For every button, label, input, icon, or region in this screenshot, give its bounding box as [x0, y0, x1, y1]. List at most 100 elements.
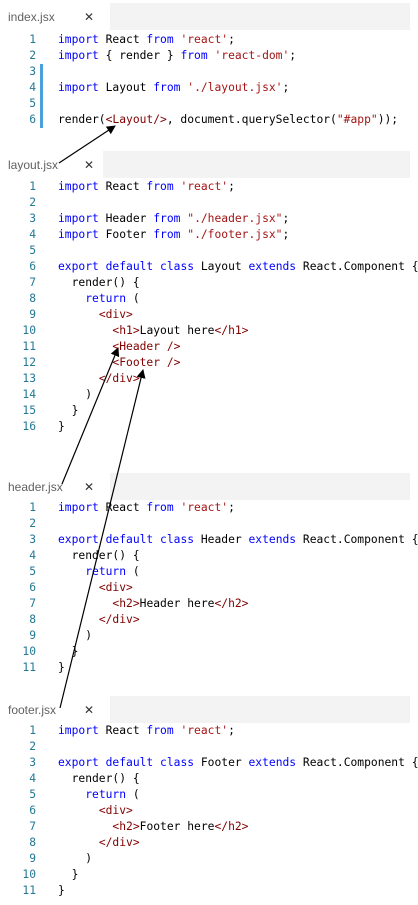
tab-bar-empty-area — [110, 473, 410, 500]
tab-label: index.jsx — [8, 9, 55, 24]
code-token: default — [105, 533, 154, 546]
code-line: 2 — [0, 516, 418, 532]
line-number: 2 — [29, 196, 36, 209]
tab-label: layout.jsx — [8, 157, 59, 172]
code-token: React — [98, 501, 147, 514]
line-number: 11 — [22, 340, 36, 353]
code-line: 3 — [0, 64, 418, 80]
code-token: Header — [98, 212, 154, 225]
code-line: 4 render() { — [0, 548, 418, 564]
code-token: React — [98, 180, 147, 193]
code-text: <div> — [58, 580, 133, 596]
code-token: )); — [377, 113, 399, 126]
line-number: 1 — [29, 180, 36, 193]
line-number: 7 — [29, 820, 36, 833]
code-token: ) — [58, 629, 93, 642]
code-token — [99, 533, 106, 546]
code-line: 7 <h2>Footer here</h2> — [0, 819, 418, 835]
code-line: 8 </div> — [0, 835, 418, 851]
code-line: 7 <h2>Header here</h2> — [0, 596, 418, 612]
code-line: 13 </div> — [0, 371, 418, 387]
code-line: 9 ) — [0, 628, 418, 644]
line-number: 11 — [22, 661, 36, 674]
code-token: </div> — [98, 836, 140, 849]
line-number: 15 — [22, 404, 36, 417]
code-token: </div> — [98, 613, 140, 626]
code-token: <Footer /> — [112, 356, 181, 369]
tab-index-jsx[interactable]: index.jsx ✕ — [0, 3, 110, 30]
code-text: return ( — [58, 564, 139, 580]
code-token: default — [105, 260, 154, 273]
code-text: } — [58, 867, 79, 883]
code-line: 5 return ( — [0, 564, 418, 580]
code-token — [58, 565, 85, 578]
close-icon[interactable]: ✕ — [84, 479, 95, 494]
code-line: 5 — [0, 243, 418, 259]
code-token: ) — [58, 852, 93, 865]
line-number: 5 — [29, 565, 36, 578]
code-text: } — [58, 403, 79, 419]
code-token — [58, 613, 99, 626]
code-line: 11} — [0, 883, 418, 899]
code-token: <h1> — [112, 324, 140, 337]
line-number: 1 — [29, 724, 36, 737]
code-text: import React from 'react'; — [58, 500, 235, 516]
line-number: 3 — [29, 533, 36, 546]
code-line: 9 <div> — [0, 307, 418, 323]
code-token: class — [160, 260, 195, 273]
tab-header-jsx[interactable]: header.jsx ✕ — [0, 473, 110, 500]
tab-bar-empty-area — [103, 151, 410, 178]
tab-bar: header.jsx ✕ — [0, 473, 418, 500]
code-text: <div> — [58, 803, 133, 819]
code-token: default — [105, 756, 154, 769]
code-token — [58, 788, 85, 801]
close-icon[interactable]: ✕ — [84, 702, 95, 717]
code-token: Footer — [98, 228, 154, 241]
code-token: <h2> — [112, 820, 140, 833]
code-token: Footer here — [139, 820, 215, 833]
code-token: from — [180, 49, 208, 62]
code-text: return ( — [58, 787, 140, 803]
code-text: render(<Layout/>, document.querySelector… — [58, 112, 398, 128]
code-text: export default class Header extends Reac… — [58, 532, 418, 548]
tab-footer-jsx[interactable]: footer.jsx ✕ — [0, 696, 110, 723]
code-token: 'react' — [180, 501, 229, 514]
code-text: </div> — [58, 371, 140, 387]
code-token: ( — [126, 292, 140, 305]
code-token: ; — [282, 212, 290, 225]
code-token — [58, 356, 112, 369]
code-token: "./header.jsx" — [187, 212, 283, 225]
code-token: render( — [58, 113, 106, 126]
line-number: 10 — [22, 645, 36, 658]
code-text: export default class Layout extends Reac… — [58, 259, 418, 275]
code-token: extends — [248, 756, 297, 769]
line-number: 13 — [22, 372, 36, 385]
code-line: 10 } — [0, 644, 418, 660]
code-text: </div> — [58, 612, 140, 628]
code-token: { render } — [98, 49, 181, 62]
code-token: from — [153, 81, 181, 94]
code-token: ( — [126, 788, 140, 801]
code-token: return — [85, 292, 127, 305]
code-token: 'react' — [180, 180, 229, 193]
code-text: </div> — [58, 835, 140, 851]
code-token: } — [58, 420, 65, 433]
code-text: <h2>Header here</h2> — [58, 596, 248, 612]
code-token: Layout here — [139, 324, 215, 337]
code-line: 11 <Header /> — [0, 339, 418, 355]
code-line: 8 </div> — [0, 612, 418, 628]
close-icon[interactable]: ✕ — [84, 157, 95, 172]
line-number: 2 — [29, 517, 36, 530]
code-token: from — [153, 212, 181, 225]
tab-layout-jsx[interactable]: layout.jsx ✕ — [0, 151, 103, 178]
code-token: return — [85, 565, 127, 578]
close-icon[interactable]: ✕ — [84, 9, 95, 24]
